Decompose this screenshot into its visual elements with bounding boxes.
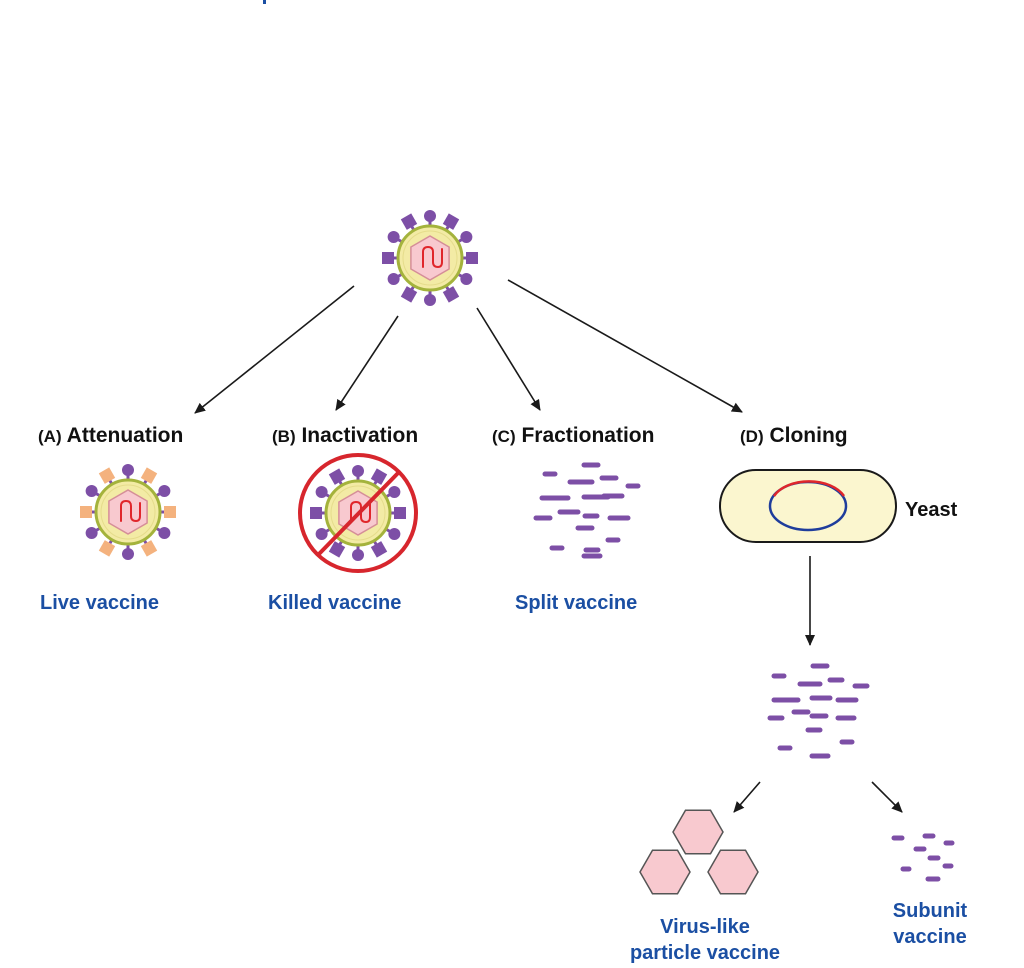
arrow-to-cloning (507, 279, 743, 413)
virus-like-particles-icon (639, 809, 759, 895)
vlp-hexagon (707, 849, 759, 895)
header-fractionation: (C) Fractionation (492, 424, 655, 447)
subunit-vaccine-label: Subunit vaccine (892, 900, 968, 948)
live-vaccine-label: Live vaccine (40, 592, 159, 614)
killed-vaccine-label: Killed vaccine (268, 592, 402, 614)
prohibition-icon (298, 453, 418, 573)
attenuated-virus-icon (80, 464, 176, 560)
vlp-vaccine-label: Virus-like particle vaccine (629, 916, 781, 964)
arrow-to-subunit (871, 781, 903, 813)
arrow-to-inactivation (335, 315, 399, 411)
arrow-to-fractionation (476, 307, 541, 411)
header-inactivation: (B) Inactivation (272, 424, 419, 447)
vlp-hexagon (672, 809, 724, 855)
subunit-fragments-icon (891, 833, 955, 882)
yeast-cell-icon (719, 469, 897, 543)
split-fragments-icon (533, 462, 641, 559)
arrow-to-vlp (733, 781, 761, 813)
header-cloning: (D) Cloning (740, 424, 848, 447)
split-vaccine-label: Split vaccine (515, 592, 638, 614)
vlp-hexagon (639, 849, 691, 895)
source-virus-icon (382, 210, 478, 306)
header-attenuation: (A) Attenuation (38, 424, 184, 447)
yeast-label: Yeast (905, 499, 958, 521)
arrow-to-attenuation (194, 285, 355, 414)
stray-dot (263, 0, 266, 4)
expressed-proteins-icon (767, 663, 870, 759)
